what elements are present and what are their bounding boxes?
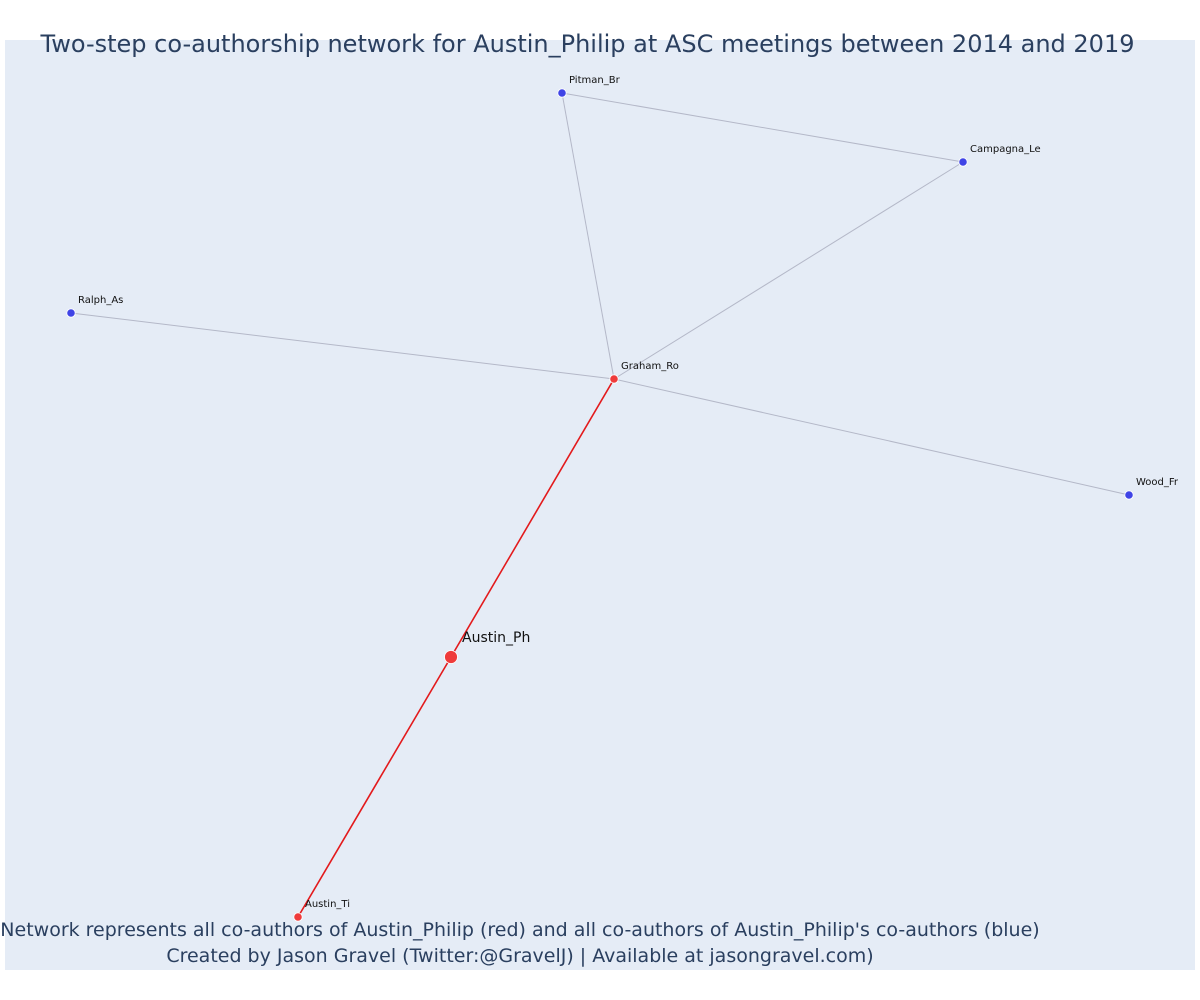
edge-pitman_br-campagna_le bbox=[561, 92, 964, 163]
edge-graham_ro-pitman_br bbox=[561, 92, 615, 380]
nodes-layer bbox=[66, 88, 1134, 922]
node-label-wood-fr: Wood_Fr bbox=[1136, 477, 1179, 488]
node-austin-ti[interactable] bbox=[293, 912, 303, 922]
node-graham-ro[interactable] bbox=[609, 374, 619, 384]
plot-background bbox=[5, 40, 1195, 970]
node-label-pitman-br: Pitman_Br bbox=[569, 75, 621, 86]
edge-graham_ro-wood_fr bbox=[613, 378, 1130, 496]
node-label-austin-ph: Austin_Ph bbox=[462, 630, 530, 646]
chart-title: Two-step co-authorship network for Austi… bbox=[40, 30, 1135, 58]
edge-austin_ph-graham_ro bbox=[450, 378, 615, 658]
caption-line-2: Created by Jason Gravel (Twitter:@Gravel… bbox=[166, 945, 874, 967]
caption: Network represents all co-authors of Aus… bbox=[0, 917, 1040, 969]
node-label-campagna-le: Campagna_Le bbox=[970, 144, 1041, 155]
edges-layer bbox=[70, 92, 1130, 918]
node-pitman-br[interactable] bbox=[557, 88, 567, 98]
caption-line-1: Network represents all co-authors of Aus… bbox=[0, 919, 1040, 941]
node-ralph-as[interactable] bbox=[66, 308, 76, 318]
edge-graham_ro-campagna_le bbox=[613, 161, 964, 380]
edge-austin_ph-austin_ti bbox=[297, 656, 452, 918]
node-label-graham-ro: Graham_Ro bbox=[621, 361, 679, 372]
edge-graham_ro-ralph_as bbox=[70, 312, 615, 380]
node-label-ralph-as: Ralph_As bbox=[78, 295, 123, 306]
node-wood-fr[interactable] bbox=[1124, 490, 1134, 500]
node-austin-ph[interactable] bbox=[444, 650, 458, 664]
node-campagna-le[interactable] bbox=[958, 157, 968, 167]
node-label-austin-ti: Austin_Ti bbox=[305, 899, 350, 910]
